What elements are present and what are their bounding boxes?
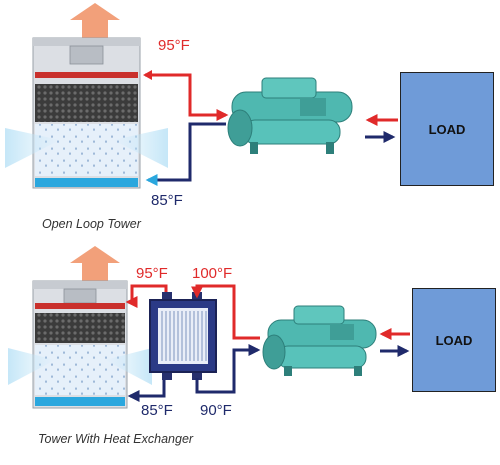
hot-temp-label-2b: 100°F xyxy=(192,265,233,282)
hot-temp-label-2a: 95°F xyxy=(136,265,168,282)
hot-pipe-2a xyxy=(125,284,168,308)
hot-pipe-1 xyxy=(145,73,229,121)
fan-motor-icon xyxy=(69,45,104,65)
load-label-1: LOAD xyxy=(428,121,466,137)
water-basin xyxy=(35,178,138,187)
air-inlet-left-icon xyxy=(5,128,60,168)
cooling-tower-2 xyxy=(8,246,152,409)
caption-2: Tower With Heat Exchanger xyxy=(38,432,194,446)
tower-top-deck xyxy=(33,281,127,289)
hot-pipe-1-arrow-icon xyxy=(143,70,152,80)
water-basin xyxy=(35,397,125,406)
load-label-2: LOAD xyxy=(435,332,473,348)
exhaust-arrow-icon xyxy=(70,3,120,38)
chiller-1-icon xyxy=(227,77,353,154)
hot-water-header xyxy=(35,303,125,309)
cold-pipe-2b xyxy=(195,344,261,394)
fill-media xyxy=(35,84,138,122)
cold-pipe-1 xyxy=(145,122,226,186)
tower-top-deck xyxy=(33,38,140,46)
fill-media xyxy=(35,313,125,343)
cooling-tower-1 xyxy=(5,3,168,189)
exhaust-arrow-icon xyxy=(70,246,120,281)
cold-pipe-2a xyxy=(127,376,166,402)
cold-temp-label-2a: 85°F xyxy=(141,402,173,419)
hot-pipe-2b xyxy=(191,284,260,340)
hot-temp-label-1: 95°F xyxy=(158,37,190,54)
heat-exchanger-icon xyxy=(149,292,217,380)
hot-water-header xyxy=(35,72,138,78)
cold-temp-label-2b: 90°F xyxy=(200,402,232,419)
air-inlet-right-icon xyxy=(113,128,168,168)
caption-1: Open Loop Tower xyxy=(42,217,141,231)
load-box-1: LOAD xyxy=(400,72,494,186)
air-inlet-left-icon xyxy=(8,348,55,385)
rain-zone xyxy=(35,345,125,395)
air-inlet-right-icon xyxy=(105,348,152,385)
fan-motor-icon xyxy=(63,288,97,304)
cold-temp-label-1: 85°F xyxy=(151,192,183,209)
rain-zone xyxy=(35,124,138,176)
load-box-2: LOAD xyxy=(412,288,496,392)
chiller-2-icon xyxy=(262,305,377,376)
